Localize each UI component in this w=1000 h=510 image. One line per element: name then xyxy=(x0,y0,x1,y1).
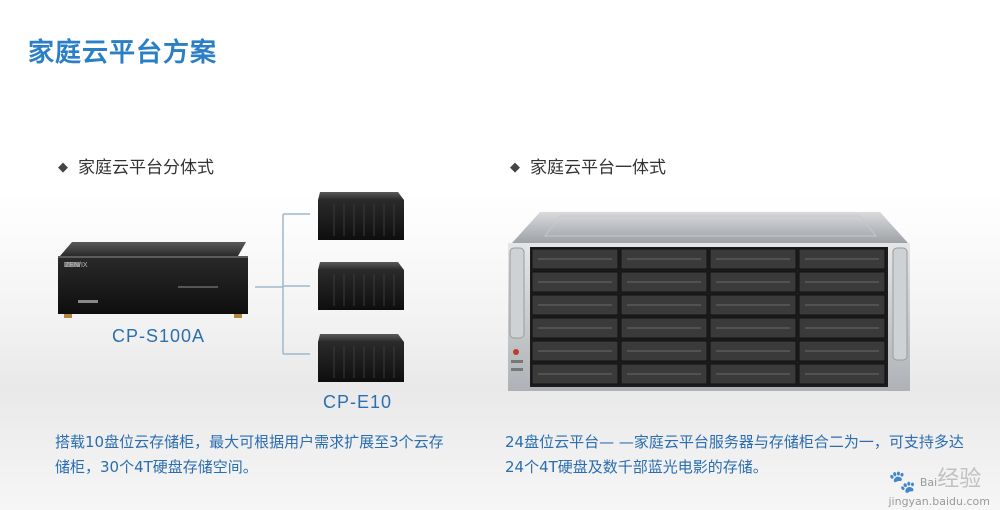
diamond-bullet-icon: ◆ xyxy=(58,160,68,175)
main-unit-model-label: CP-S100A xyxy=(112,326,206,346)
expansion-unit-model-label: CP-E10 xyxy=(323,392,393,412)
connector-lines xyxy=(255,213,310,355)
page-title: 家庭云平台方案 xyxy=(28,38,218,68)
paw-logo-icon: 🐾 xyxy=(888,470,916,495)
main-unit-image xyxy=(58,242,248,318)
integrated-type-heading-text: 家庭云平台一体式 xyxy=(530,158,666,178)
split-type-heading-text: 家庭云平台分体式 xyxy=(78,158,214,178)
integrated-type-heading: ◆ 家庭云平台一体式 xyxy=(510,153,666,178)
baidu-watermark: 🐾Bai经验 jingyan.baidu.com xyxy=(888,461,990,508)
expansion-unit-image xyxy=(318,262,404,310)
expansion-unit-image xyxy=(318,192,404,240)
split-type-heading: ◆ 家庭云平台分体式 xyxy=(58,153,214,178)
watermark-text: Bai xyxy=(919,476,938,489)
watermark-url: jingyan.baidu.com xyxy=(888,495,990,508)
expansion-unit-image xyxy=(318,334,404,382)
diamond-bullet-icon: ◆ xyxy=(510,160,520,175)
rack-server-image xyxy=(508,212,910,391)
split-type-description: 搭载10盘位云存储柜，最大可根据用户需求扩展至3个云存储柜，30个4T硬盘存储空… xyxy=(55,433,444,476)
integrated-type-description: 24盘位云平台— —家庭云平台服务器与存储柜合二为一，可支持多达24个4T硬盘及… xyxy=(505,433,964,476)
brand-logo: ZEN/IX xyxy=(65,262,88,269)
watermark-cn-text: 经验 xyxy=(937,467,982,492)
